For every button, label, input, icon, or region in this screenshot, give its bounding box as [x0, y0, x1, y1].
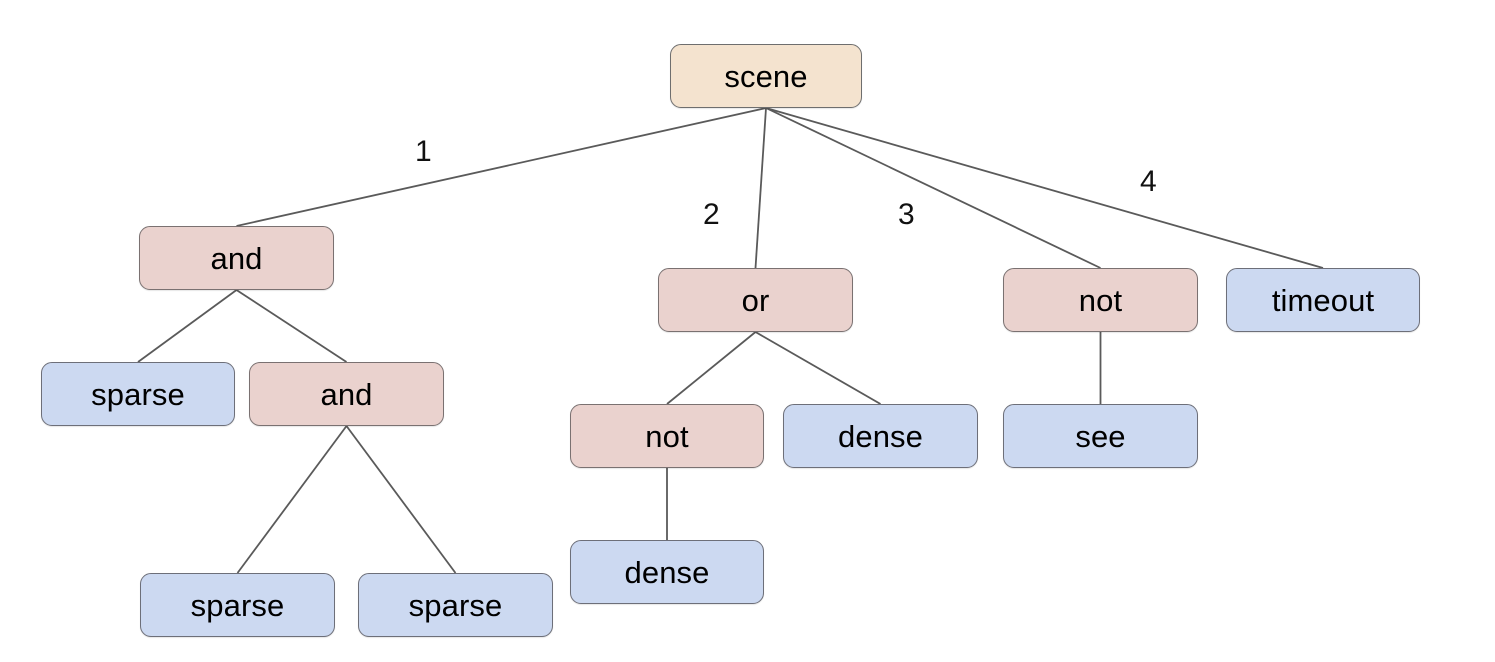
tree-node-sparse3[interactable]: sparse — [358, 573, 553, 637]
tree-node-dense2[interactable]: dense — [570, 540, 764, 604]
tree-node-scene[interactable]: scene — [670, 44, 862, 108]
tree-edge-or1-to-not_m — [666, 331, 757, 405]
tree-node-see[interactable]: see — [1003, 404, 1198, 468]
tree-node-label: sparse — [408, 587, 503, 623]
tree-node-label: sparse — [91, 376, 185, 412]
tree-edge-or1-to-dense1 — [755, 331, 881, 405]
tree-node-or1[interactable]: or — [658, 268, 853, 332]
tree-node-sparse1[interactable]: sparse — [41, 362, 235, 426]
tree-edge-and1-to-sparse1 — [137, 289, 238, 363]
tree-node-sparse2[interactable]: sparse — [140, 573, 335, 637]
tree-edge-and1-to-and2 — [236, 289, 347, 363]
tree-node-dense1[interactable]: dense — [783, 404, 978, 468]
tree-edge-and2-to-sparse2 — [236, 425, 348, 574]
tree-node-label: and — [320, 376, 373, 412]
tree-edge-and2-to-sparse3 — [345, 425, 457, 574]
tree-node-label: and — [210, 240, 263, 276]
edge-label-3: 3 — [898, 198, 915, 231]
tree-node-label: not — [1078, 282, 1123, 318]
edge-label-4: 4 — [1140, 165, 1157, 198]
tree-node-not_r[interactable]: not — [1003, 268, 1198, 332]
tree-node-label: dense — [624, 554, 710, 590]
tree-node-and2[interactable]: and — [249, 362, 444, 426]
tree-node-label: scene — [724, 58, 808, 94]
tree-node-timeout[interactable]: timeout — [1226, 268, 1420, 332]
tree-node-label: dense — [838, 418, 923, 454]
tree-node-label: see — [1075, 418, 1126, 454]
tree-node-label: timeout — [1271, 282, 1375, 318]
tree-node-not_m[interactable]: not — [570, 404, 764, 468]
tree-node-label: not — [645, 418, 689, 454]
tree-node-label: or — [741, 282, 770, 318]
tree-edge-scene-to-and1 — [236, 107, 767, 227]
tree-node-and1[interactable]: and — [139, 226, 334, 290]
edge-label-1: 1 — [415, 135, 432, 168]
tree-edge-scene-to-or1 — [754, 107, 767, 269]
tree-edge-scene-to-not_r — [765, 107, 1101, 269]
edge-label-2: 2 — [703, 198, 720, 231]
tree-node-label: sparse — [190, 587, 285, 623]
tree-edge-scene-to-timeout — [765, 107, 1324, 269]
